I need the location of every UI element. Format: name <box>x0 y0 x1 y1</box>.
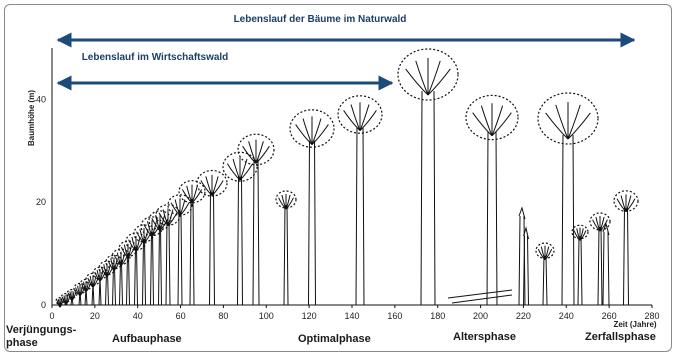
tree <box>398 49 458 305</box>
managed-forest-arrow-label: Lebenslauf im Wirtschaftswald <box>82 52 229 63</box>
x-tick-label: 160 <box>387 311 402 321</box>
y-tick-label: 40 <box>36 94 46 104</box>
y-axis-title: Baumhöhe (m) <box>27 90 36 146</box>
x-axis-title: Zeit (Jahre) <box>613 320 656 329</box>
tree <box>536 243 554 305</box>
phase-label-optimal: Optimalphase <box>298 333 371 346</box>
x-tick-label: 180 <box>430 311 445 321</box>
x-tick-label: 0 <box>49 311 54 321</box>
tree <box>276 191 296 305</box>
natural-forest-arrow-label: Lebenslauf der Bäume im Naturwald <box>234 14 407 25</box>
tree-illustration <box>56 49 638 307</box>
x-tick-label: 120 <box>302 311 317 321</box>
tree <box>223 152 257 305</box>
dead-tree-snag <box>524 228 529 305</box>
y-tick-labels: 0 20 40 <box>36 94 46 310</box>
tree <box>290 110 334 305</box>
tree <box>168 195 192 305</box>
tree <box>238 134 274 305</box>
phase-label-decay: Zerfallsphase <box>585 331 656 344</box>
fallen-log <box>448 290 512 303</box>
dead-tree-snag <box>603 224 609 305</box>
x-tick-label: 80 <box>218 311 228 321</box>
tree <box>338 96 382 305</box>
x-tick-label: 60 <box>176 311 186 321</box>
x-tick-label: 20 <box>90 311 100 321</box>
x-tick-label: 100 <box>259 311 274 321</box>
x-tick-label: 40 <box>133 311 143 321</box>
tree <box>538 93 598 305</box>
x-tick-label: 220 <box>516 311 531 321</box>
y-tick-label: 20 <box>36 197 46 207</box>
x-tick-label: 200 <box>473 311 488 321</box>
tree <box>614 191 638 305</box>
tree <box>466 95 518 305</box>
y-tick-label: 0 <box>41 300 46 310</box>
x-tick-label: 240 <box>559 311 574 321</box>
tree <box>179 181 205 305</box>
phase-label-aging: Altersphase <box>453 331 516 344</box>
phase-label-rejuvenation: Verjüngungs- phase <box>6 324 76 350</box>
phase-label-development: Aufbauphase <box>112 333 182 346</box>
x-tick-label: 140 <box>344 311 359 321</box>
